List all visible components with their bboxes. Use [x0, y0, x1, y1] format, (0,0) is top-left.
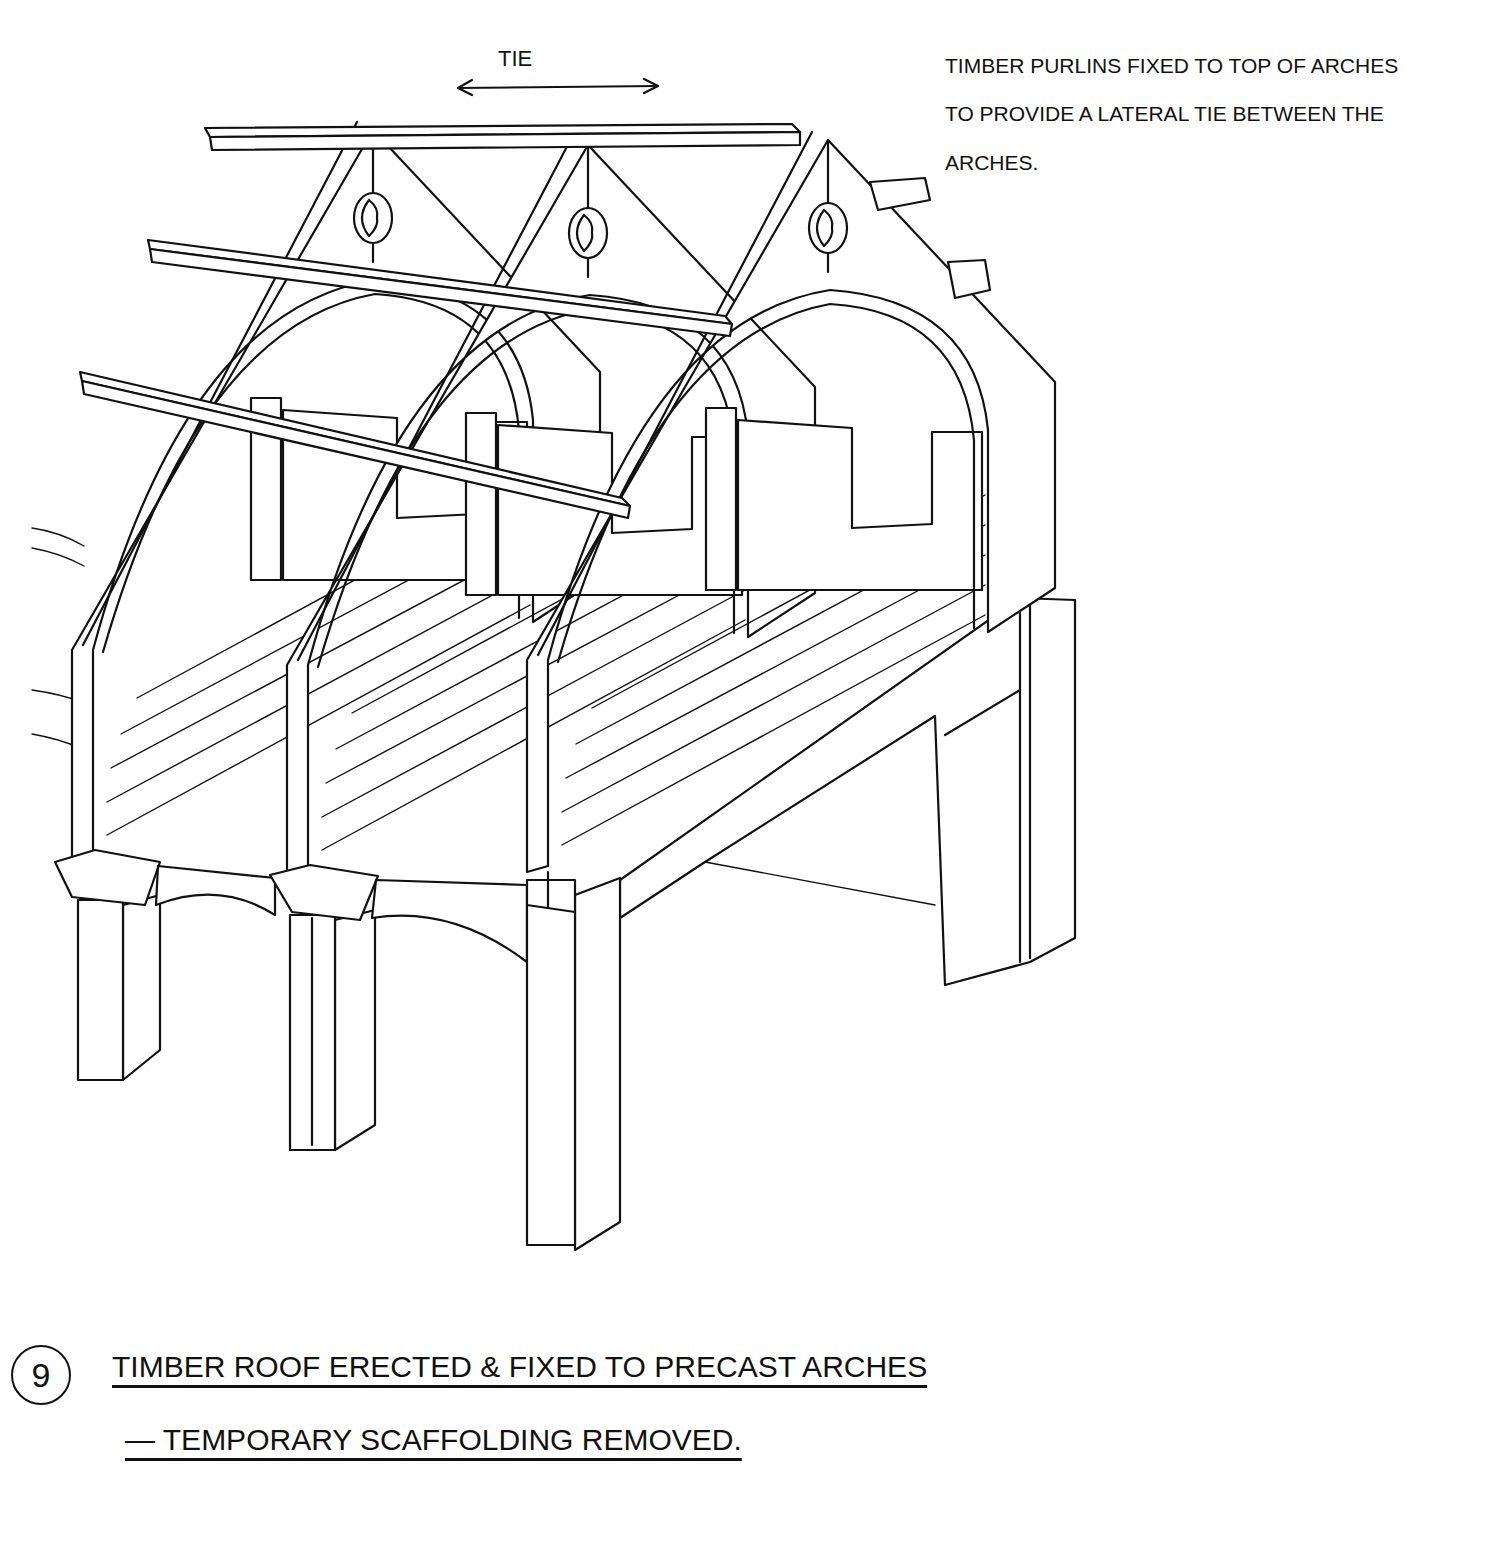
tie-label: TIE	[498, 46, 532, 72]
spandrel-beam	[156, 866, 275, 915]
note-text: TIMBER PURLINS FIXED TO TOP OF ARCHES TO…	[945, 54, 1398, 174]
note-text: TIMBER PURLINS FIXED TO TOP OF ARCHES TO…	[945, 42, 1415, 187]
step-number: 9	[32, 1356, 51, 1395]
tie-arrow	[458, 79, 658, 95]
caption-subline: — TEMPORARY SCAFFOLDING REMOVED.	[125, 1422, 742, 1458]
middle-column	[270, 865, 378, 1150]
callout-circle: 9	[11, 1345, 71, 1405]
front-column	[527, 872, 620, 1250]
roof-purlins	[80, 124, 990, 518]
tie-label: TIE	[498, 46, 532, 71]
caption-subline: — TEMPORARY SCAFFOLDING REMOVED.	[125, 1423, 742, 1456]
spandrel-beam	[372, 880, 527, 962]
caption-block: TIMBER ROOF ERECTED & FIXED TO PRECAST A…	[112, 1350, 927, 1384]
caption: TIMBER ROOF ERECTED & FIXED TO PRECAST A…	[112, 1350, 927, 1383]
back-column	[55, 850, 160, 1080]
